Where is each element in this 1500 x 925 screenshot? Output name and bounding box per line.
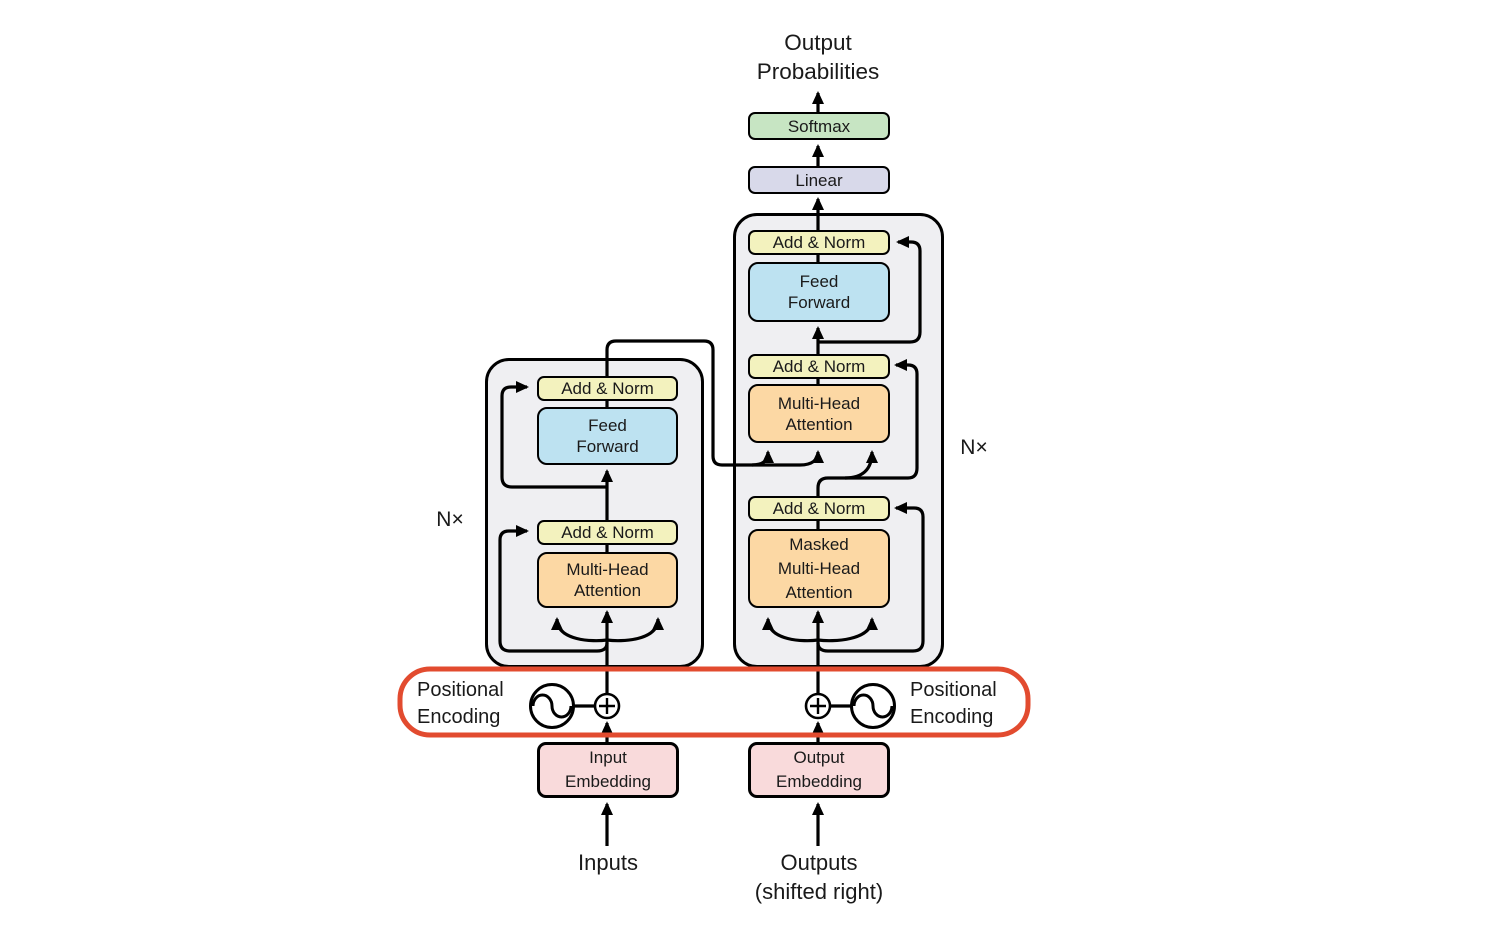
encoder-residual-skip-attention (498, 525, 609, 653)
plus-circle-icon (593, 692, 621, 720)
decoder-residual-skip-feedforward (818, 236, 922, 344)
decoder-masked-self-attention-fork (762, 610, 878, 694)
decoder-query-and-residual-route (816, 359, 919, 529)
output-embedding-block: Output Embedding (748, 742, 890, 798)
decoder-n-times-label: N× (960, 436, 988, 459)
sine-wave-icon (529, 683, 575, 729)
decoder-masked-multi-head-attention-block: Masked Multi-Head Attention (748, 529, 890, 608)
input-embedding-block: Input Embedding (537, 742, 679, 798)
encoder-to-decoder-route (605, 339, 824, 467)
output-probabilities-label: Output Probabilities (756, 30, 880, 84)
linear-block: Linear (748, 166, 890, 194)
encoder-residual-skip-feedforward (500, 381, 607, 489)
positional-encoding-right-label: Positional Encoding (910, 679, 997, 728)
plus-circle-icon (804, 692, 832, 720)
sine-wave-icon (850, 683, 896, 729)
decoder-add-norm-top-block: Add & Norm (748, 230, 890, 255)
inputs-label: Inputs (578, 850, 638, 875)
positional-encoding-left-label: Positional Encoding (417, 679, 504, 728)
encoder-add-norm-bottom-block: Add & Norm (537, 520, 678, 545)
encoder-feed-forward-block: Feed Forward (537, 407, 678, 465)
encoder-multi-head-attention-block: Multi-Head Attention (537, 552, 678, 608)
decoder-feed-forward-block: Feed Forward (748, 262, 890, 322)
decoder-residual-skip-masked-attention (816, 502, 925, 653)
softmax-block: Softmax (748, 112, 890, 140)
decoder-add-norm-bottom-block: Add & Norm (748, 496, 890, 521)
decoder-multi-head-attention-block: Multi-Head Attention (748, 384, 890, 443)
decoder-add-norm-mid-block: Add & Norm (748, 354, 890, 379)
encoder-n-times-label: N× (436, 508, 464, 531)
outputs-label: Outputs (shifted right) (754, 850, 884, 904)
positional-encoding-highlight-box (397, 666, 1031, 738)
encoder-self-attention-fork (551, 610, 664, 694)
encoder-add-norm-top-block: Add & Norm (537, 376, 678, 401)
